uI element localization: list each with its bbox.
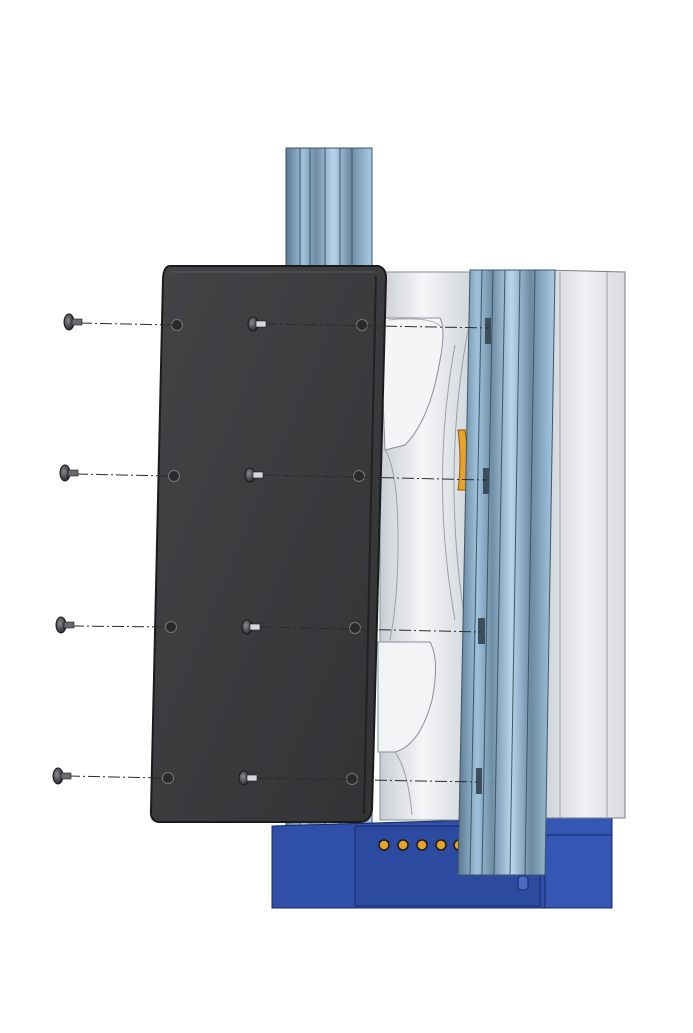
screw-icon — [247, 316, 267, 332]
screw-icon — [63, 313, 83, 331]
inner-housing — [377, 271, 476, 821]
screw-icon — [244, 467, 264, 483]
right-housing — [544, 269, 626, 819]
plate-holes — [162, 319, 368, 785]
screw-icon — [241, 619, 261, 635]
explode-lines — [67, 322, 491, 783]
cover-plate — [149, 265, 388, 823]
screw-icon — [52, 767, 72, 785]
screw-icon — [59, 464, 79, 482]
right-extrusion-rail — [457, 269, 556, 876]
screw-icon — [55, 616, 75, 634]
screw-column-left — [52, 313, 83, 785]
blue-base-block — [271, 817, 613, 909]
screw-column-middle — [238, 316, 267, 786]
screw-icon — [238, 770, 258, 786]
